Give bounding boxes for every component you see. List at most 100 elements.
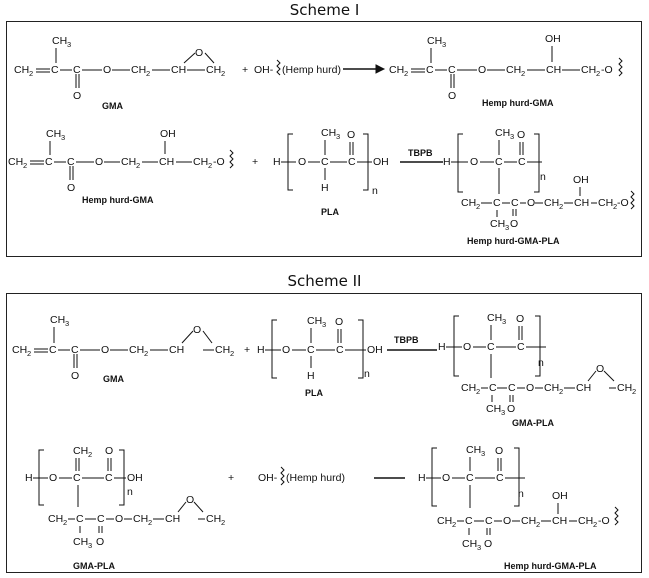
svg-text:CH: CH [546,64,561,76]
svg-text:C: C [496,472,504,484]
scheme-2-box [6,293,642,573]
svg-text:C: C [67,156,75,168]
svg-text:H: H [443,156,451,168]
svg-text:CH: CH [462,538,477,550]
svg-text:-O: -O [598,515,610,527]
svg-text:CH: CH [461,197,476,209]
svg-text:CH: CH [46,128,61,140]
svg-text:O: O [195,47,203,59]
svg-text:O: O [282,344,290,356]
svg-text:CH: CH [206,64,221,76]
svg-text:O: O [101,344,109,356]
svg-text:2: 2 [476,202,480,211]
svg-text:O: O [596,363,604,375]
svg-text:OH: OH [367,344,383,356]
svg-text:2: 2 [27,349,31,358]
svg-text:2: 2 [230,349,234,358]
svg-text:3: 3 [322,320,326,329]
svg-text:C: C [508,382,516,394]
svg-text:C: C [45,156,53,168]
svg-text:O: O [442,472,450,484]
scheme-2-title: Scheme II [287,272,362,290]
svg-text:O: O [517,129,525,141]
svg-text:3: 3 [501,408,505,417]
s2-oh-group: OH- [258,472,278,484]
plus-sign: + [242,64,248,76]
scheme-1-title: Scheme I [289,1,360,19]
s1-hemp-text: (Hemp hurd) [282,64,341,76]
svg-text:O: O [73,90,81,102]
s1-hemp-gma-label: Hemp hurd-GMA [482,98,554,108]
s2-hemp-text: (Hemp hurd) [286,472,345,484]
svg-text:CH: CH [486,403,501,415]
svg-text:3: 3 [477,543,481,552]
svg-text:CH: CH [466,444,481,456]
svg-text:CH: CH [73,445,88,457]
svg-text:CH: CH [14,64,29,76]
svg-text:CH: CH [506,64,521,76]
svg-text:CH: CH [193,156,208,168]
svg-text:O: O [105,445,113,457]
svg-text:2: 2 [593,520,597,529]
svg-text:C: C [348,156,356,168]
svg-text:2: 2 [559,387,563,396]
wavy-bond [280,466,285,486]
svg-text:C: C [485,515,493,527]
svg-text:2: 2 [29,69,33,78]
svg-text:OH: OH [127,472,143,484]
svg-text:O: O [115,513,123,525]
svg-text:O: O [495,445,503,457]
svg-text:O: O [478,64,486,76]
svg-text:H: H [418,472,426,484]
svg-text:H: H [307,370,315,382]
plus-sign: + [228,472,234,484]
svg-text:C: C [49,344,57,356]
svg-text:C: C [321,156,329,168]
svg-text:3: 3 [88,541,92,550]
plus-sign: + [252,156,258,168]
svg-text:n: n [540,171,546,183]
svg-text:OH: OH [573,174,589,186]
svg-text:2: 2 [476,387,480,396]
svg-text:CH: CH [598,197,613,209]
svg-text:H: H [273,156,281,168]
svg-text:-O: -O [213,156,225,168]
svg-text:3: 3 [505,223,509,232]
svg-text:OH: OH [545,33,561,45]
s2-gma-label: GMA [103,374,124,384]
svg-text:C: C [336,344,344,356]
svg-text:2: 2 [136,161,140,170]
svg-text:C: C [73,472,81,484]
svg-text:2: 2 [536,520,540,529]
svg-text:O: O [49,472,57,484]
svg-text:CH: CH [206,513,221,525]
svg-text:OH: OH [160,128,176,140]
svg-text:n: n [364,368,370,380]
svg-text:CH: CH [8,156,23,168]
svg-text:n: n [127,486,133,498]
svg-text:C: C [105,472,113,484]
svg-text:H: H [438,341,446,353]
svg-text:2: 2 [221,69,225,78]
svg-text:O: O [347,129,355,141]
svg-text:C: C [493,197,501,209]
svg-text:C: C [517,341,525,353]
svg-text:OH: OH [552,490,568,502]
svg-text:C: C [307,344,315,356]
svg-text:-O: -O [601,64,613,76]
svg-text:O: O [96,536,104,548]
svg-text:CH: CH [495,127,510,139]
svg-text:n: n [372,185,378,197]
svg-text:O: O [470,156,478,168]
svg-text:2: 2 [23,161,27,170]
svg-text:CH: CH [121,156,136,168]
svg-text:O: O [298,156,306,168]
s1-product-label: Hemp hurd-GMA-PLA [467,236,560,246]
svg-text:CH: CH [437,515,452,527]
svg-text:CH: CH [12,344,27,356]
svg-text:CH: CH [578,515,593,527]
svg-text:CH: CH [50,314,65,326]
